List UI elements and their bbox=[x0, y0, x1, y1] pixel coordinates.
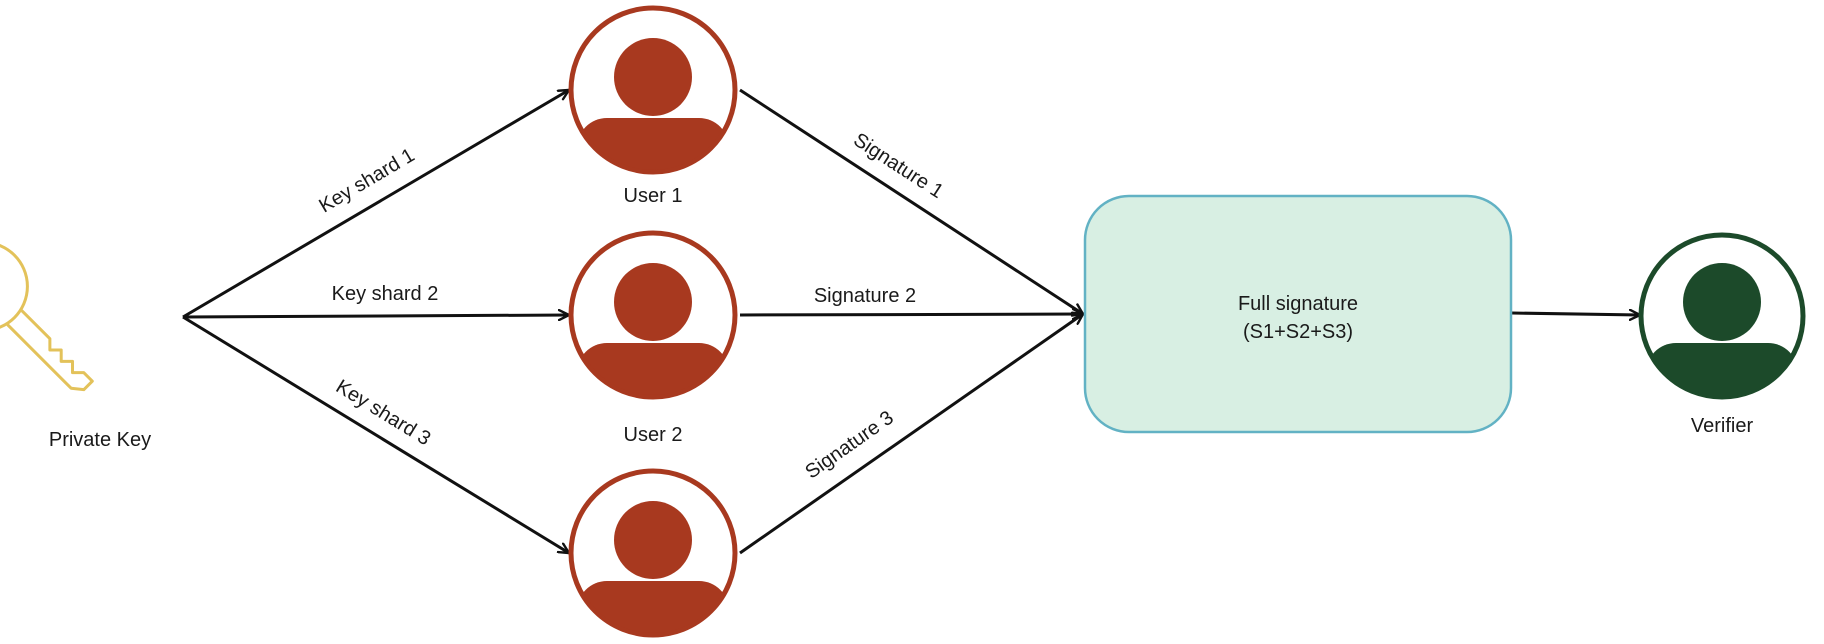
user-icon bbox=[568, 5, 738, 175]
edge-label-signature-3: Signature 3 bbox=[801, 407, 897, 484]
edge-label-signature-2: Signature 2 bbox=[814, 285, 916, 307]
user-2-label: User 2 bbox=[624, 424, 683, 446]
edge-signature-3: Signature 3 bbox=[739, 312, 1083, 555]
private-key-label: Private Key bbox=[49, 429, 151, 451]
key-icon bbox=[0, 240, 94, 392]
edge-key-shard-2: Key shard 2 bbox=[182, 283, 569, 317]
user-icon bbox=[1638, 232, 1806, 400]
private-key-node: Private Key bbox=[0, 240, 151, 451]
user-2-node: User 2 bbox=[568, 230, 738, 446]
user-icon bbox=[568, 468, 738, 638]
verifier-node: Verifier bbox=[1638, 232, 1806, 437]
verifier-label: Verifier bbox=[1691, 415, 1754, 437]
full-signature-box: Full signature (S1+S2+S3) bbox=[1083, 194, 1513, 434]
full-signature-title: Full signature bbox=[1238, 293, 1358, 315]
full-signature-formula: (S1+S2+S3) bbox=[1243, 321, 1353, 343]
user-1-label: User 1 bbox=[624, 185, 683, 207]
edge-signature-2: Signature 2 bbox=[739, 285, 1083, 315]
edge-label-key-shard-2: Key shard 2 bbox=[332, 283, 439, 305]
edge-signature-1: Signature 1 bbox=[739, 88, 1083, 316]
user-icon bbox=[568, 230, 738, 400]
user-1-node: User 1 bbox=[568, 5, 738, 207]
edge-full-signature-to-verifier bbox=[1511, 313, 1640, 315]
edge-key-shard-3: Key shard 3 bbox=[182, 315, 569, 555]
edge-label-key-shard-1: Key shard 1 bbox=[315, 144, 418, 217]
user-3-node bbox=[568, 468, 738, 638]
